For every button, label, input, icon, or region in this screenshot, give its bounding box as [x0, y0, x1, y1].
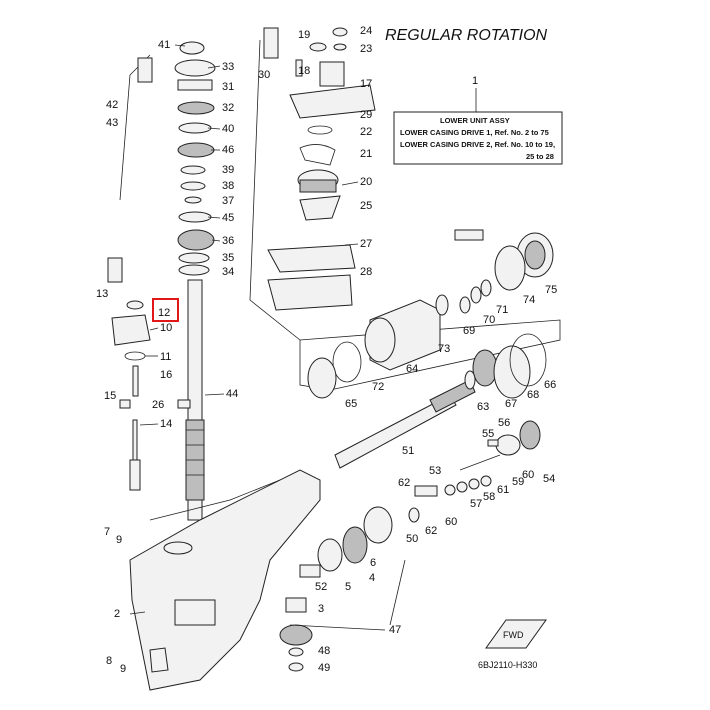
assembly-info-box: 1 LOWER UNIT ASSY LOWER CASING DRIVE 1, … [393, 75, 563, 165]
callout-73[interactable]: 73 [438, 343, 450, 355]
callout-6[interactable]: 6 [370, 557, 376, 569]
callout-3[interactable]: 3 [318, 603, 324, 615]
callout-39[interactable]: 39 [222, 164, 234, 176]
callout-69[interactable]: 69 [463, 325, 475, 337]
callout-55[interactable]: 55 [482, 428, 494, 440]
callout-44[interactable]: 44 [226, 388, 238, 400]
callout-68[interactable]: 68 [527, 389, 539, 401]
shaft-stack-parts[interactable] [137, 41, 216, 276]
highlight-box [152, 298, 179, 322]
callout-31[interactable]: 31 [222, 81, 234, 93]
callout-66[interactable]: 66 [544, 379, 556, 391]
callout-43[interactable]: 43 [106, 117, 118, 129]
callout-12[interactable]: 12 [158, 307, 170, 319]
callout-53[interactable]: 53 [429, 465, 441, 477]
callout-61[interactable]: 61 [497, 484, 509, 496]
callout-71[interactable]: 71 [496, 304, 508, 316]
callout-63[interactable]: 63 [477, 401, 489, 413]
callout-74[interactable]: 74 [523, 294, 535, 306]
callout-36[interactable]: 36 [222, 235, 234, 247]
gear-group[interactable] [279, 333, 547, 672]
callout-30[interactable]: 30 [258, 69, 270, 81]
callout-33[interactable]: 33 [222, 61, 234, 73]
callout-62-upper[interactable]: 62 [398, 477, 410, 489]
callout-70[interactable]: 70 [483, 314, 495, 326]
callout-59[interactable]: 59 [512, 476, 524, 488]
callout-17[interactable]: 17 [360, 78, 372, 90]
callout-75[interactable]: 75 [545, 284, 557, 296]
callout-57[interactable]: 57 [470, 498, 482, 510]
callout-48[interactable]: 48 [318, 645, 330, 657]
callout-13[interactable]: 13 [96, 288, 108, 300]
callout-19[interactable]: 19 [298, 29, 310, 41]
callout-42[interactable]: 42 [106, 99, 118, 111]
fwd-label: FWD [503, 630, 524, 640]
leader-lines [129, 44, 406, 631]
callout-58[interactable]: 58 [483, 491, 495, 503]
callout-18[interactable]: 18 [298, 65, 310, 77]
callout-51[interactable]: 51 [402, 445, 414, 457]
assy-line-4: 25 to 28 [526, 152, 554, 161]
callout-23[interactable]: 23 [360, 43, 372, 55]
callout-37[interactable]: 37 [222, 195, 234, 207]
callout-28[interactable]: 28 [360, 266, 372, 278]
callout-41[interactable]: 41 [158, 39, 170, 51]
callout-10[interactable]: 10 [160, 322, 172, 334]
callout-50[interactable]: 50 [406, 533, 418, 545]
lower-casing[interactable] [129, 469, 321, 691]
callout-45[interactable]: 45 [222, 212, 234, 224]
drawing-code: 6BJ2110-H330 [478, 660, 537, 670]
assy-line-3: LOWER CASING DRIVE 2, Ref. No. 10 to 19, [400, 140, 555, 149]
callout-32[interactable]: 32 [222, 102, 234, 114]
callout-14[interactable]: 14 [160, 418, 172, 430]
callout-26[interactable]: 26 [152, 399, 164, 411]
callout-72[interactable]: 72 [372, 381, 384, 393]
propeller-shaft[interactable] [334, 379, 476, 469]
callout-2[interactable]: 2 [114, 608, 120, 620]
callout-11[interactable]: 11 [160, 351, 171, 363]
callout-4[interactable]: 4 [369, 572, 375, 584]
callout-1: 1 [472, 75, 478, 87]
callout-16[interactable]: 16 [160, 369, 172, 381]
callout-65[interactable]: 65 [345, 398, 357, 410]
callout-46[interactable]: 46 [222, 144, 234, 156]
bearing-housing-group[interactable] [307, 229, 554, 399]
callout-34[interactable]: 34 [222, 266, 234, 278]
fwd-arrow-icon: FWD [485, 619, 547, 649]
callout-27[interactable]: 27 [360, 238, 372, 250]
callout-9-lower[interactable]: 9 [120, 663, 126, 675]
diagram-title: REGULAR ROTATION [385, 27, 548, 44]
shift-rod-group[interactable] [107, 257, 191, 491]
callout-5[interactable]: 5 [345, 581, 351, 593]
callout-22[interactable]: 22 [360, 126, 372, 138]
callout-35[interactable]: 35 [222, 252, 234, 264]
callout-21[interactable]: 21 [360, 148, 372, 160]
callout-40[interactable]: 40 [222, 123, 234, 135]
callout-64[interactable]: 64 [406, 363, 418, 375]
callout-15[interactable]: 15 [104, 390, 116, 402]
callout-60[interactable]: 60 [522, 469, 534, 481]
callout-38[interactable]: 38 [222, 180, 234, 192]
water-pump-group[interactable] [263, 27, 376, 311]
callout-67[interactable]: 67 [505, 398, 517, 410]
callout-24[interactable]: 24 [360, 25, 372, 37]
callout-29[interactable]: 29 [360, 109, 372, 121]
callout-62-lower[interactable]: 62 [425, 525, 437, 537]
callout-labels: 41 33 31 42 43 32 40 46 39 38 37 45 36 3… [96, 25, 557, 675]
callout-8[interactable]: 8 [106, 655, 112, 667]
callout-25[interactable]: 25 [360, 200, 372, 212]
callout-20[interactable]: 20 [360, 176, 372, 188]
assy-line-2: LOWER CASING DRIVE 1, Ref. No. 2 to 75 [400, 128, 549, 137]
callout-52[interactable]: 52 [315, 581, 327, 593]
callout-54[interactable]: 54 [543, 473, 555, 485]
callout-56[interactable]: 56 [498, 417, 510, 429]
callout-7[interactable]: 7 [104, 526, 110, 538]
callout-49[interactable]: 49 [318, 662, 330, 674]
callout-60-lower[interactable]: 60 [445, 516, 457, 528]
callout-9-upper[interactable]: 9 [116, 534, 122, 546]
callout-47[interactable]: 47 [389, 624, 401, 636]
assy-line-1: LOWER UNIT ASSY [440, 116, 510, 125]
